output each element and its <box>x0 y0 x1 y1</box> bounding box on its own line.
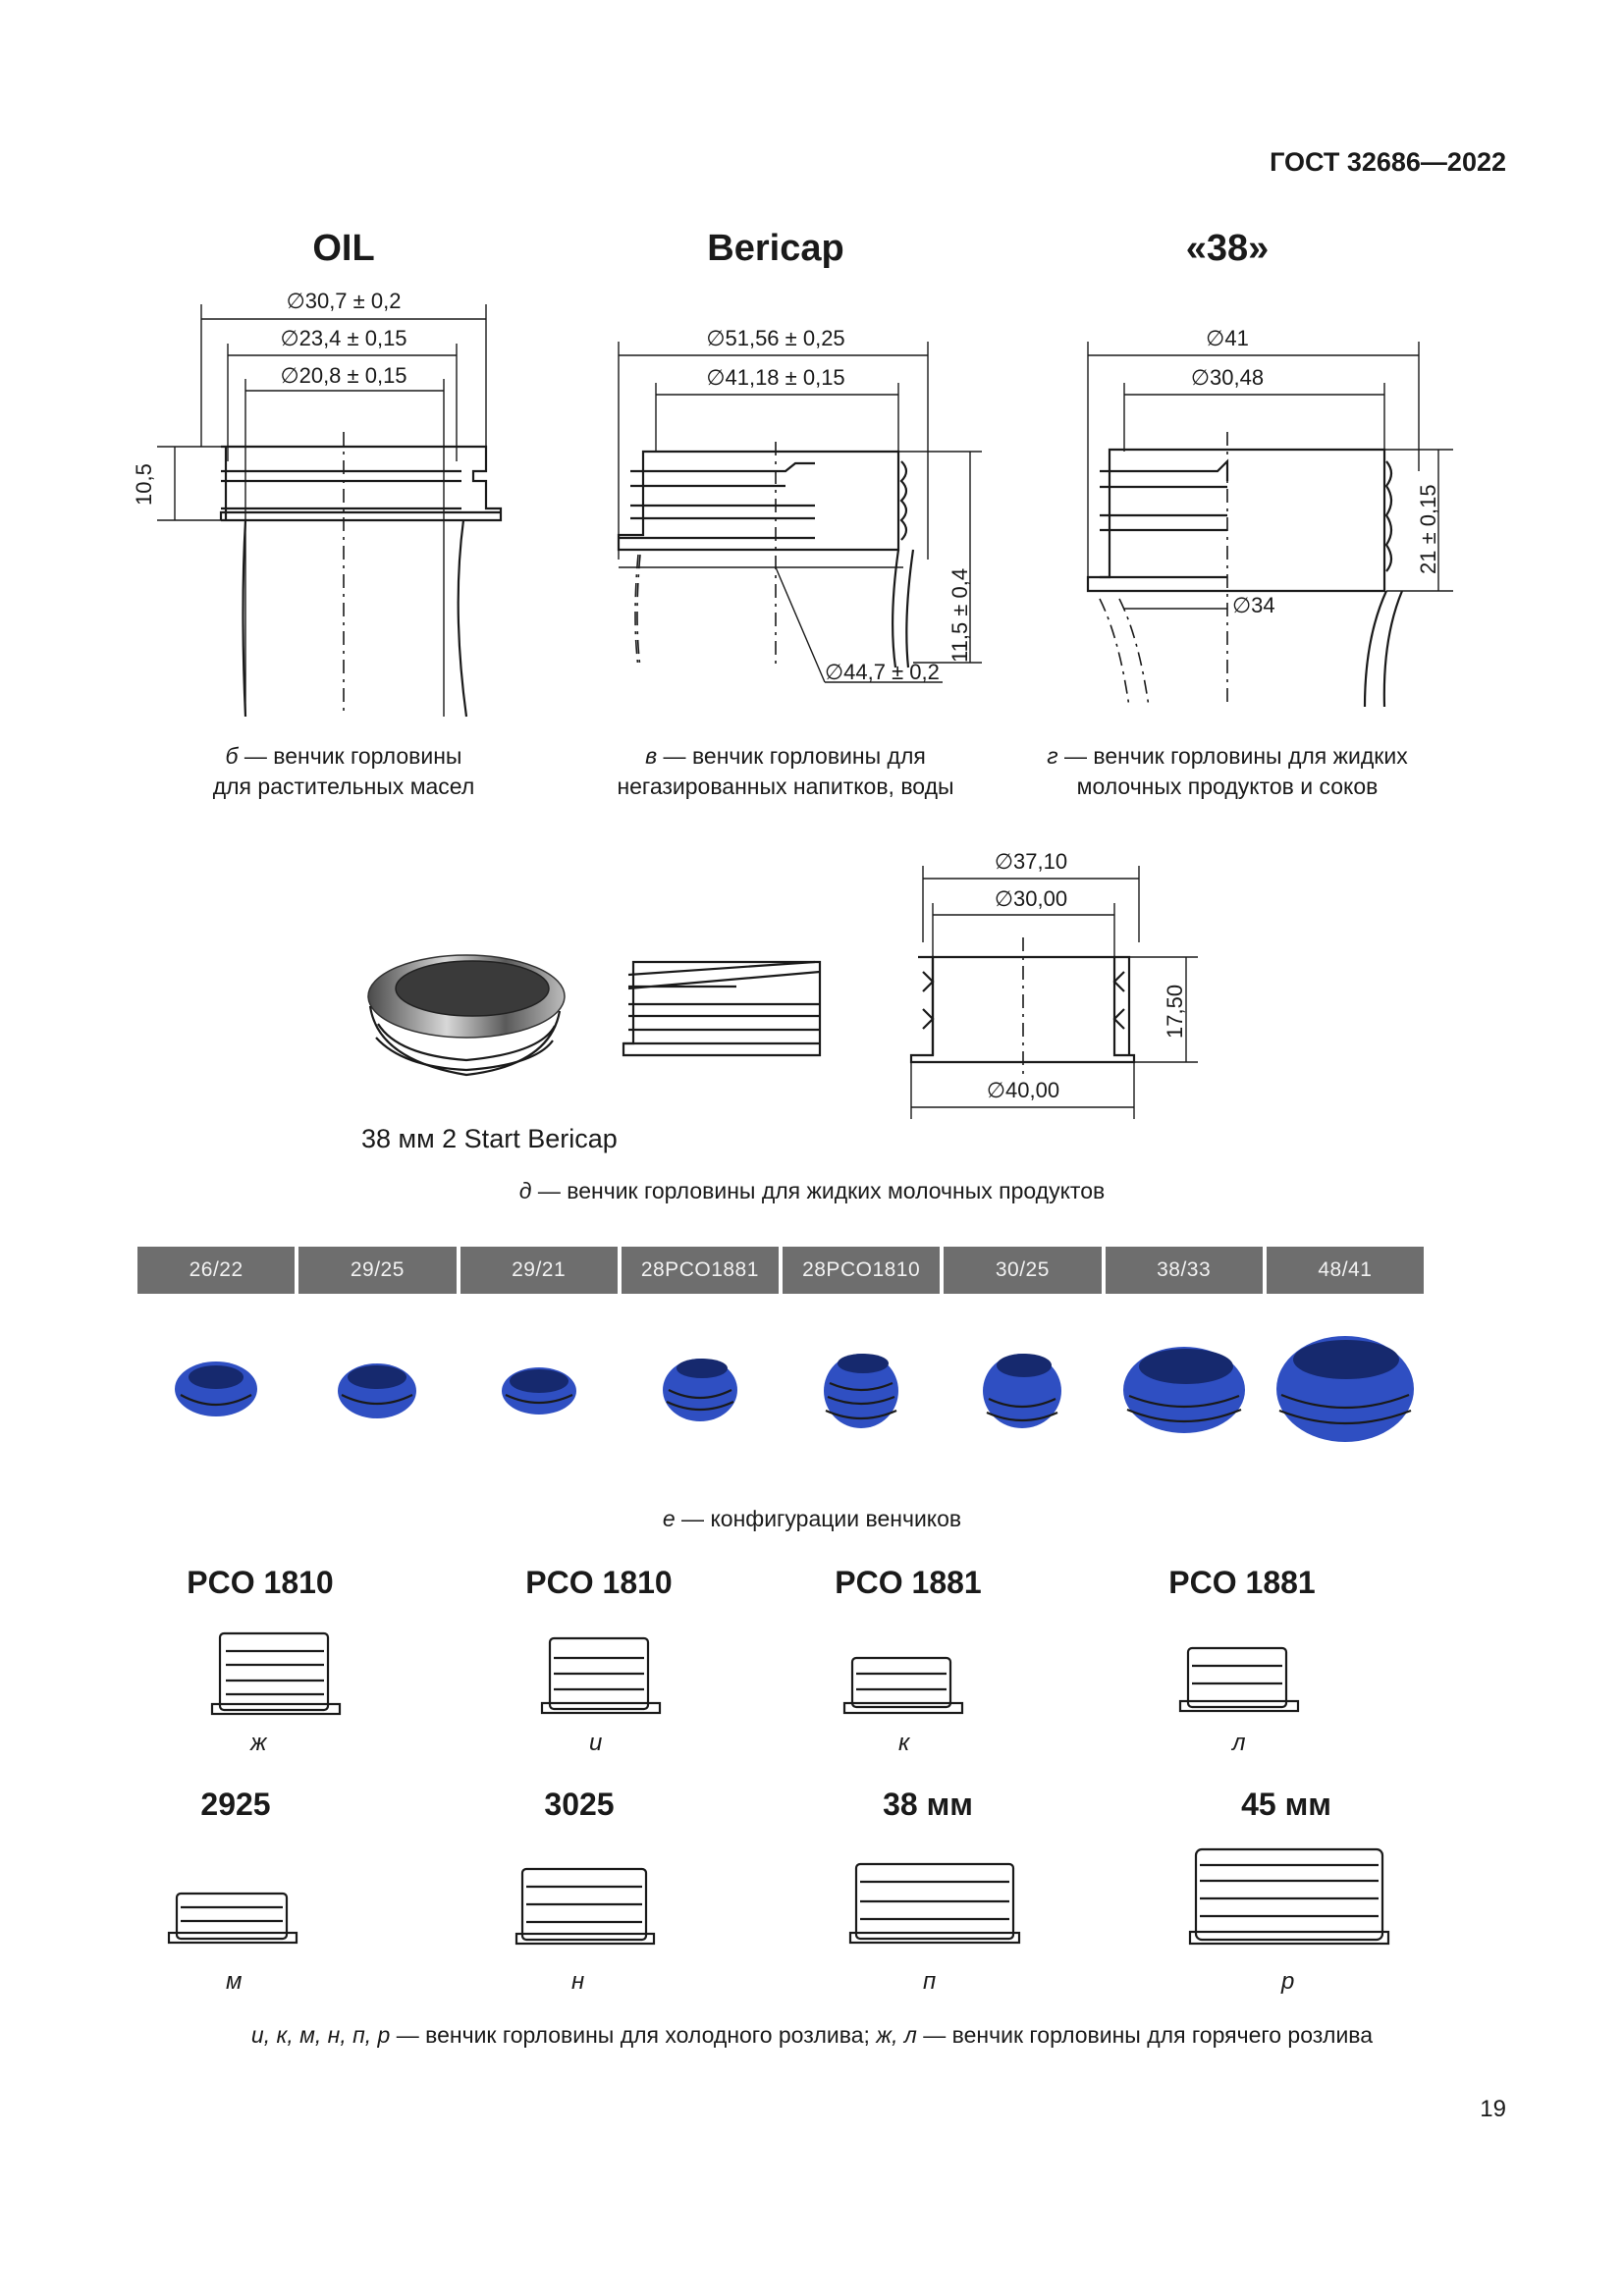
d-dim-inner: ∅30,00 <box>995 886 1067 911</box>
bericap-dim-height: 11,5 ± 0,4 <box>947 568 972 663</box>
blue-finish-30-25 <box>944 1315 1101 1463</box>
gold-title-l: PCO 1881 <box>1168 1565 1316 1600</box>
gold-title-i: PCO 1810 <box>525 1565 673 1600</box>
gold-finish-k <box>842 1656 964 1715</box>
oil-dim-height: 10,5 <box>132 463 156 506</box>
tab-29-21: 29/21 <box>460 1247 618 1294</box>
blue-finish-48-41 <box>1267 1315 1424 1463</box>
gold-letter-r: р <box>1281 1968 1295 1995</box>
blue-finish-29-21 <box>460 1315 618 1463</box>
blue-finish-26-22 <box>137 1315 295 1463</box>
bericap-neck-drawing: ∅51,56 ± 0,25 ∅41,18 ± 0,15 ∅44,7 ± 0,2 … <box>617 326 982 684</box>
gold-title-p: 38 мм <box>883 1787 973 1822</box>
tab-28pco1881: 28PCO1881 <box>621 1247 779 1294</box>
bericap-title: Bericap <box>707 228 844 269</box>
caption-g: г — венчик горловины для жидких молочных… <box>1047 743 1408 799</box>
gold-letter-k: к <box>898 1730 910 1756</box>
caption-e: е — конфигурации венчиков <box>662 1506 962 1531</box>
tab-48-41: 48/41 <box>1266 1247 1424 1294</box>
gold-title-k: PCO 1881 <box>835 1565 982 1600</box>
oil-neck-drawing: ∅30,7 ± 0,2 ∅23,4 ± 0,15 ∅20,8 ± 0,15 10… <box>132 289 503 718</box>
gold-letter-l: л <box>1232 1730 1246 1756</box>
gold-finish-r <box>1188 1847 1390 1946</box>
d-dim-height: 17,50 <box>1163 985 1187 1039</box>
gold-finish-p <box>848 1862 1021 1945</box>
gold-letter-zh: ж <box>250 1730 267 1756</box>
gold-letter-i: и <box>589 1730 603 1756</box>
bericap-dim-neck: ∅44,7 ± 0,2 <box>825 660 940 684</box>
standard-number: ГОСТ 32686—2022 <box>1270 147 1506 177</box>
n38-dim-inner: ∅30,48 <box>1191 365 1264 390</box>
bericap-dim-outer: ∅51,56 ± 0,25 <box>706 326 844 350</box>
gold-letter-n: н <box>571 1968 585 1995</box>
bericap-dim-inner: ∅41,18 ± 0,15 <box>706 365 844 390</box>
gold-finish-zh <box>210 1631 342 1716</box>
bericap-dimensioned-drawing: ∅37,10 ∅30,00 ∅40,00 17,50 <box>909 849 1198 1119</box>
gold-title-r: 45 мм <box>1241 1787 1331 1822</box>
oil-title: OIL <box>312 228 375 269</box>
blue-finish-28pco1881 <box>622 1315 779 1463</box>
configuration-tabs: 26/22 29/25 29/21 28PCO1881 28PCO1810 30… <box>137 1247 1424 1294</box>
blue-finish-38-33 <box>1106 1315 1263 1463</box>
gold-finish-m <box>167 1892 298 1945</box>
gold-finish-l <box>1178 1646 1300 1713</box>
n38-dim-height: 21 ± 0,15 <box>1416 484 1440 574</box>
d-dim-outer: ∅37,10 <box>995 849 1067 874</box>
blue-finish-28pco1810 <box>783 1315 940 1463</box>
gold-letter-m: м <box>226 1968 243 1995</box>
blue-finish-29-25 <box>298 1315 456 1463</box>
gold-title-zh: PCO 1810 <box>187 1565 334 1600</box>
oil-dim-mid: ∅23,4 ± 0,15 <box>280 326 406 350</box>
tab-38-33: 38/33 <box>1105 1247 1263 1294</box>
caption-v: в — венчик горловины для негазированных … <box>617 743 954 799</box>
oil-dim-outer: ∅30,7 ± 0,2 <box>287 289 402 313</box>
caption-d: д — венчик горловины для жидких молочных… <box>518 1178 1106 1203</box>
blue-finish-row <box>137 1315 1424 1463</box>
gold-title-n: 3025 <box>544 1787 615 1822</box>
gold-title-m: 2925 <box>200 1787 271 1822</box>
n38-dim-neck: ∅34 <box>1232 593 1275 617</box>
bericap-3d-ring <box>367 954 566 1077</box>
gold-finish-n <box>514 1867 656 1946</box>
bericap-side-view <box>622 960 822 1057</box>
page-number: 19 <box>1480 2096 1506 2122</box>
n38-dim-outer: ∅41 <box>1206 326 1249 350</box>
n38-neck-drawing: ∅41 ∅30,48 ∅34 21 ± 0,15 <box>1086 326 1453 708</box>
oil-dim-inner: ∅20,8 ± 0,15 <box>280 363 406 388</box>
tab-29-25: 29/25 <box>298 1247 457 1294</box>
figure-footnote: и, к, м, н, п, р — венчик горловины для … <box>250 2022 1374 2048</box>
tab-26-22: 26/22 <box>137 1247 296 1294</box>
n38-title: «38» <box>1185 228 1270 269</box>
gold-letter-p: п <box>923 1968 937 1995</box>
d-product-label: 38 мм 2 Start Bericap <box>361 1124 618 1153</box>
tab-30-25: 30/25 <box>944 1247 1102 1294</box>
gold-finish-i <box>540 1636 662 1715</box>
caption-b: б — венчик горловины для растительных ма… <box>212 743 475 799</box>
d-dim-base: ∅40,00 <box>987 1078 1059 1102</box>
tab-28pco1810: 28PCO1810 <box>783 1247 941 1294</box>
